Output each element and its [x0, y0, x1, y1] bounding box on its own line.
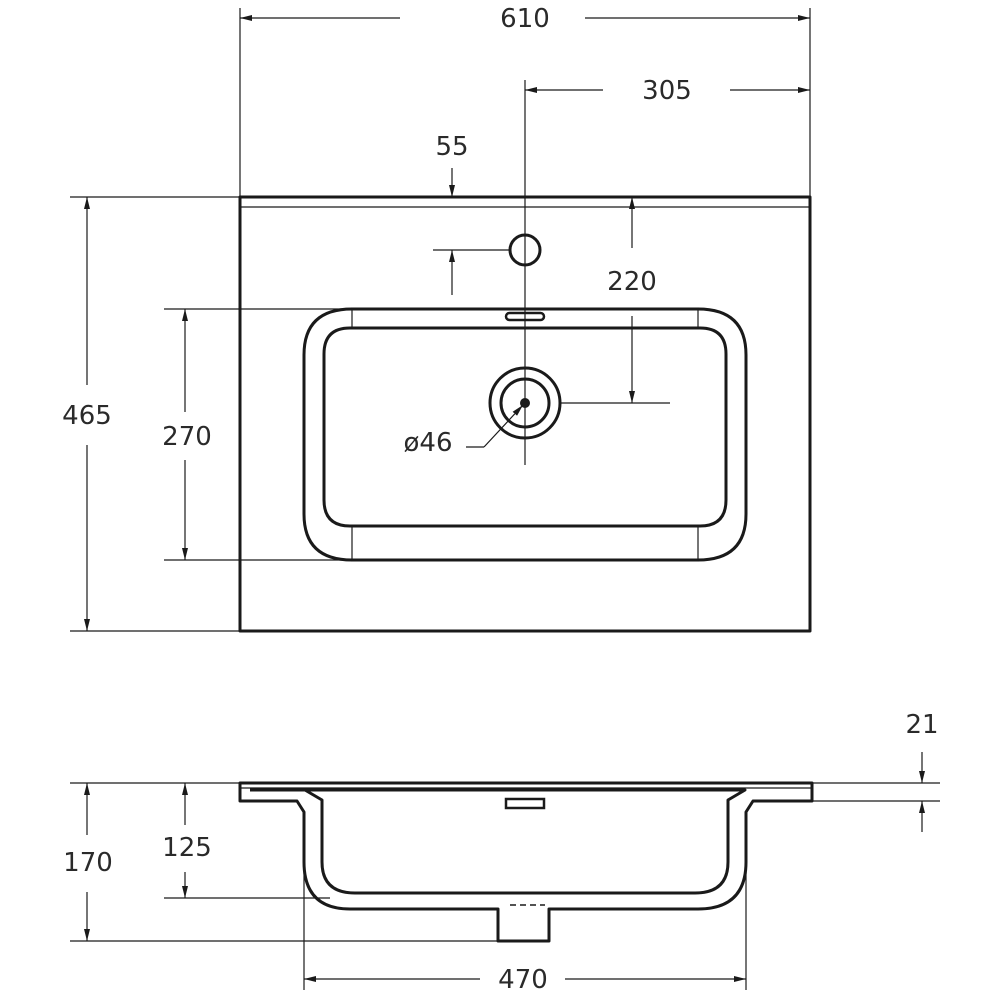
dim-overall-depth: 465	[62, 401, 112, 431]
dim-tap-hole-offset: 55	[435, 132, 468, 162]
side-view: 21 170 125 470	[63, 710, 940, 995]
sink-section-inner	[250, 788, 747, 895]
overflow-slot-side	[504, 797, 546, 810]
dim-rim-thickness: 21	[905, 710, 938, 740]
dim-total-height: 170	[63, 848, 113, 878]
dim-bowl-depth: 270	[162, 422, 212, 452]
dim-bowl-height: 125	[162, 833, 212, 863]
sink-section-outer	[238, 781, 814, 943]
top-view: 610 305 55 220 465 270 ø46	[62, 4, 812, 633]
leader-line	[483, 404, 524, 448]
bowl-inner-outline	[322, 326, 728, 528]
dim-half-width: 305	[642, 76, 692, 106]
dim-drain-diameter: ø46	[404, 428, 453, 458]
dim-overall-width: 610	[500, 4, 550, 34]
dim-bowl-width: 470	[498, 965, 548, 995]
dim-drain-distance: 220	[607, 267, 657, 297]
